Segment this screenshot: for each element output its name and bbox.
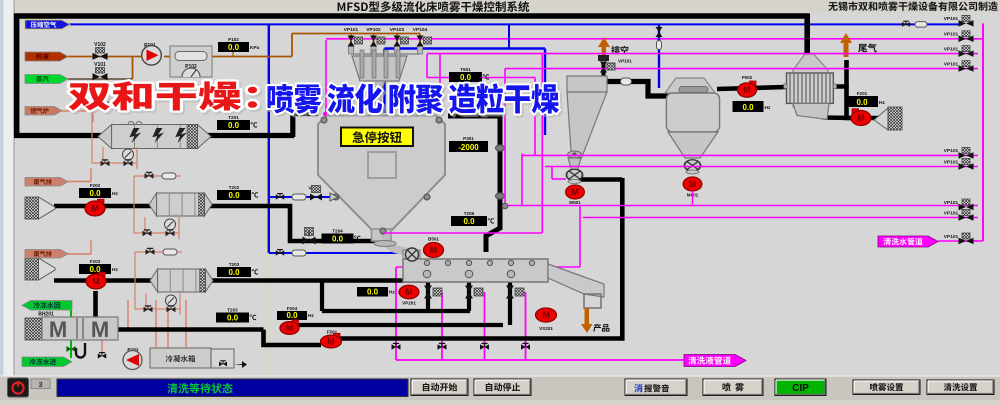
svg-text:VP101: VP101 <box>344 27 359 33</box>
svg-text:F201: F201 <box>857 91 868 96</box>
svg-text:VP101: VP101 <box>944 32 959 38</box>
svg-text:0.0: 0.0 <box>367 288 379 297</box>
svg-text:V101: V101 <box>94 62 106 68</box>
svg-text:M: M <box>857 113 865 123</box>
svg-text:BH201: BH201 <box>38 312 54 318</box>
svg-text:0.0: 0.0 <box>228 43 240 52</box>
svg-text:VP101: VP101 <box>944 210 959 216</box>
svg-text:VP104: VP104 <box>413 27 428 33</box>
svg-text:F501: F501 <box>327 330 338 335</box>
svg-text:VS201: VS201 <box>539 326 553 331</box>
svg-text:Hz: Hz <box>879 100 885 106</box>
svg-text:M: M <box>571 187 579 197</box>
svg-text:M: M <box>542 310 550 320</box>
svg-text:Hz: Hz <box>389 290 395 296</box>
svg-text:KPa: KPa <box>250 45 260 51</box>
svg-text:P102: P102 <box>228 37 239 42</box>
svg-text:M: M <box>689 179 697 189</box>
svg-text:V102: V102 <box>94 42 106 48</box>
svg-text:T201: T201 <box>228 115 239 120</box>
svg-text:M: M <box>91 204 99 214</box>
svg-text:B501: B501 <box>428 237 439 242</box>
svg-text:0.0: 0.0 <box>856 98 868 107</box>
svg-text:0.0: 0.0 <box>89 189 101 198</box>
svg-text:M: M <box>405 287 413 297</box>
svg-text:0.0: 0.0 <box>89 265 101 274</box>
svg-text:3: 3 <box>38 380 42 389</box>
svg-text:VP101: VP101 <box>944 234 959 240</box>
svg-text:P301: P301 <box>463 136 474 141</box>
svg-text:Hz: Hz <box>112 267 118 273</box>
svg-text:-2000: -2000 <box>458 143 479 152</box>
svg-text:CIP: CIP <box>792 383 809 394</box>
svg-text:M: M <box>91 317 109 342</box>
svg-text:F502: F502 <box>742 75 753 80</box>
svg-text:VP201: VP201 <box>402 301 416 306</box>
svg-text:VP101: VP101 <box>944 46 959 52</box>
svg-text:T202: T202 <box>229 185 240 190</box>
svg-text:M: M <box>327 337 335 347</box>
svg-text:0.0: 0.0 <box>463 217 475 226</box>
svg-text:0.0: 0.0 <box>332 235 344 244</box>
svg-text:T205: T205 <box>464 211 475 216</box>
svg-text:M501: M501 <box>569 200 581 205</box>
svg-text:VP101: VP101 <box>618 59 632 64</box>
svg-text:M: M <box>430 245 438 255</box>
svg-text:0.0: 0.0 <box>460 73 472 82</box>
svg-text:0.0: 0.0 <box>228 121 240 130</box>
svg-text:VP102: VP102 <box>366 27 381 33</box>
svg-text:F203: F203 <box>90 259 101 264</box>
svg-text:M: M <box>286 323 294 333</box>
svg-text:Hz: Hz <box>765 105 771 111</box>
svg-text:0.0: 0.0 <box>228 191 240 200</box>
svg-text:M: M <box>92 277 100 287</box>
svg-text:Hz: Hz <box>308 313 314 319</box>
svg-text:T203: T203 <box>229 262 240 267</box>
svg-text:0.0: 0.0 <box>742 103 754 112</box>
svg-text:T204: T204 <box>332 228 343 233</box>
svg-text:0.0: 0.0 <box>286 311 298 320</box>
svg-text:VP101: VP101 <box>944 200 959 206</box>
svg-text:0.0: 0.0 <box>227 314 239 323</box>
svg-text:VP103: VP103 <box>390 27 405 33</box>
svg-text:0.0: 0.0 <box>228 268 240 277</box>
svg-text:F202: F202 <box>90 183 101 188</box>
svg-text:VP101: VP101 <box>944 148 959 154</box>
svg-text:M: M <box>743 85 751 95</box>
svg-text:VP101: VP101 <box>944 159 959 165</box>
svg-text:P102: P102 <box>185 64 197 70</box>
svg-text:Hz: Hz <box>112 191 118 197</box>
svg-text:F204: F204 <box>287 306 298 311</box>
svg-text:T601: T601 <box>460 67 471 72</box>
svg-text:VP101: VP101 <box>944 16 959 22</box>
svg-text:T203: T203 <box>227 307 238 312</box>
svg-text:M: M <box>49 317 67 342</box>
svg-text:VP101: VP101 <box>944 61 959 67</box>
